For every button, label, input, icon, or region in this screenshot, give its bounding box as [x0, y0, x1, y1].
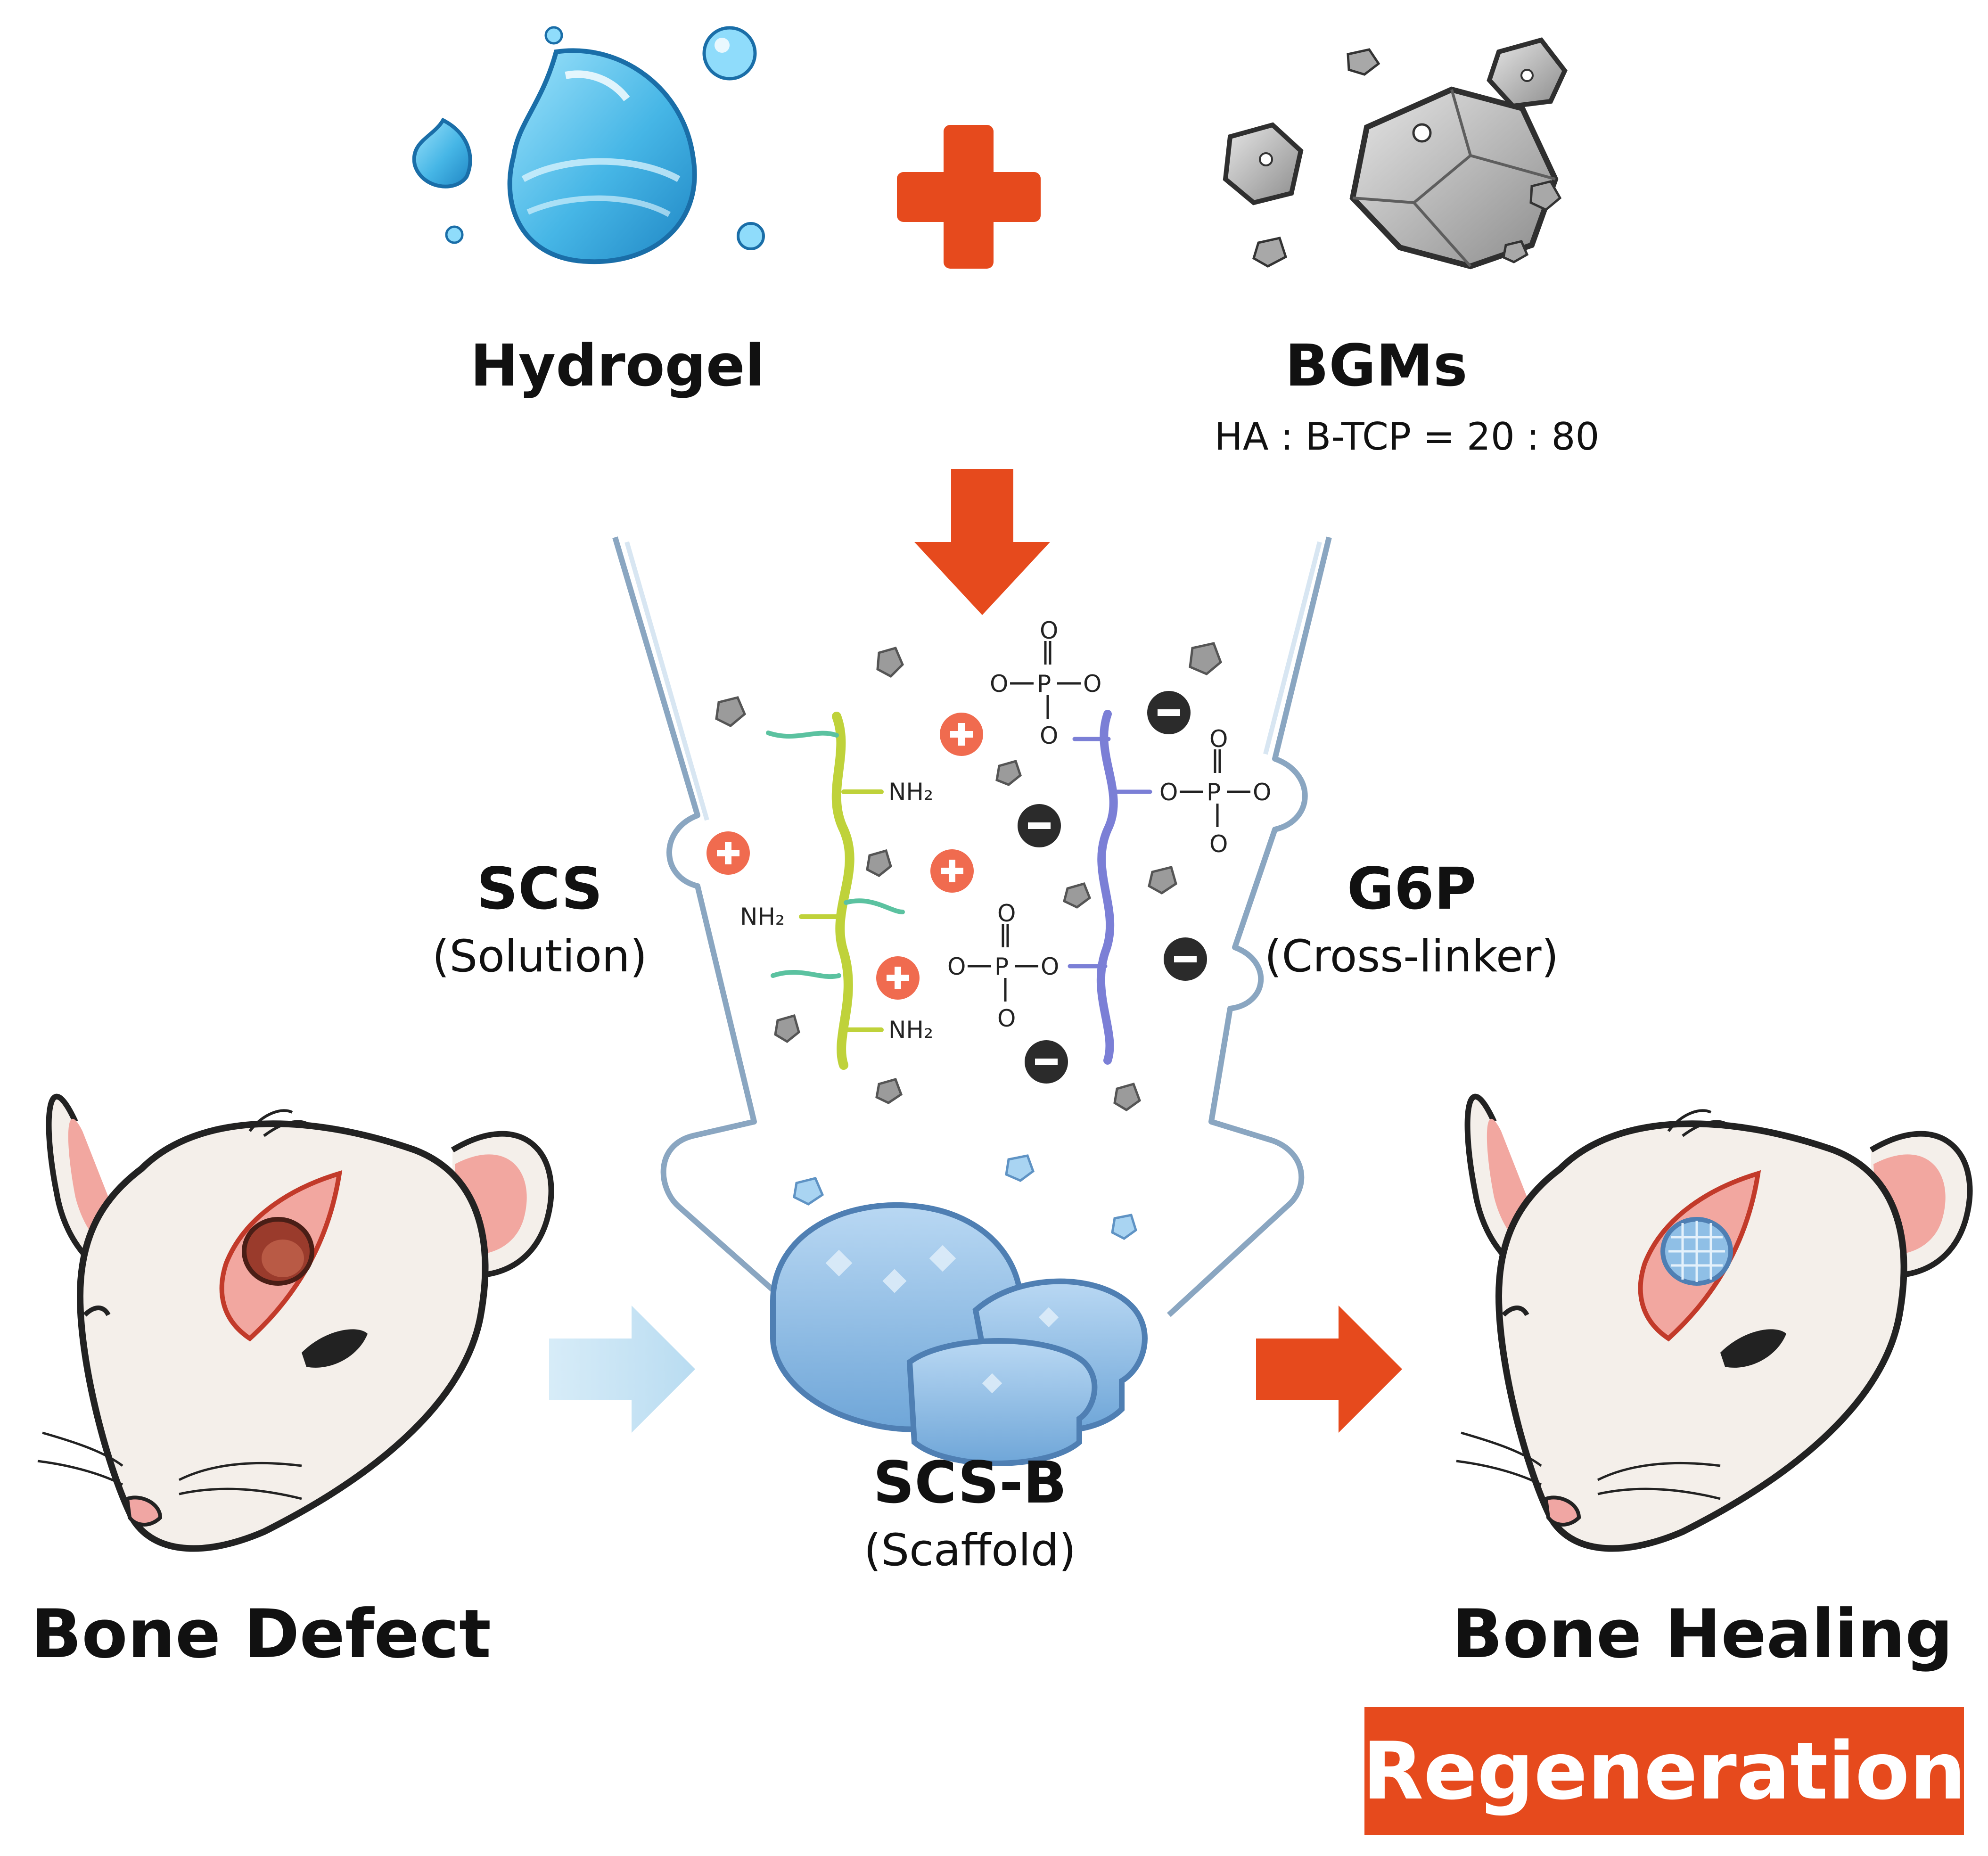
mineral-rock-icon — [1223, 37, 1568, 270]
regeneration-text: Regeneration — [1362, 1725, 1966, 1817]
blue-particle-group — [793, 1154, 1137, 1240]
positive-charge-icon — [706, 713, 983, 1000]
funnel-outline — [612, 536, 1332, 1317]
regeneration-badge: Regeneration — [1362, 1707, 1966, 1835]
svg-text:O: O — [990, 670, 1008, 698]
g6p-label: G6P — [1347, 855, 1477, 922]
phosphate-group: P O O O O P O O O O P O O O O — [947, 617, 1271, 1032]
right-arrow-icon — [549, 1306, 695, 1433]
bgms-ratio: HA : B-TCP = 20 : 80 — [1214, 415, 1600, 459]
svg-text:O: O — [997, 900, 1016, 927]
scs-label: SCS — [476, 855, 603, 922]
svg-text:O: O — [1253, 779, 1271, 806]
svg-text:O: O — [947, 953, 966, 980]
svg-text:NH₂: NH₂ — [740, 903, 785, 930]
svg-text:O: O — [1083, 670, 1101, 698]
svg-text:O: O — [1040, 722, 1058, 749]
g6p-polymer-chain — [1068, 710, 1152, 1065]
svg-text:P: P — [1207, 779, 1221, 806]
funnel-inner-outline — [624, 541, 1322, 821]
plus-icon — [897, 125, 1041, 269]
rat-head-icon — [37, 1093, 554, 1552]
negative-charge-icon — [1018, 691, 1207, 1084]
scs-sub-label: (Solution) — [432, 931, 648, 982]
particle-group — [715, 642, 1222, 1111]
svg-text:O: O — [1209, 830, 1228, 858]
scaffold-disc-icon — [770, 1202, 1148, 1466]
down-arrow-icon — [914, 469, 1050, 615]
svg-text:O: O — [1209, 725, 1228, 753]
scaffold-label: SCS-B — [873, 1449, 1067, 1516]
svg-text:P: P — [994, 953, 1009, 980]
svg-text:O: O — [1041, 953, 1059, 980]
hydrogel-drop-icon — [412, 26, 765, 264]
svg-text:NH₂: NH₂ — [888, 778, 933, 805]
svg-text:NH₂: NH₂ — [888, 1016, 933, 1043]
right-arrow-icon — [1256, 1306, 1402, 1433]
svg-text:O: O — [1159, 779, 1178, 806]
svg-text:O: O — [997, 1005, 1016, 1032]
scaffold-sub-label: (Scaffold) — [863, 1525, 1076, 1576]
scs-polymer-chain — [766, 712, 905, 1070]
hydrogel-label: Hydrogel — [470, 332, 765, 399]
bone-defect-label: Bone Defect — [31, 1595, 491, 1673]
svg-text:P: P — [1037, 670, 1051, 698]
rat-head-icon — [1456, 1093, 1973, 1552]
bgms-label: BGMs — [1285, 332, 1468, 399]
g6p-sub-label: (Cross-linker) — [1264, 931, 1559, 982]
svg-text:O: O — [1040, 617, 1058, 644]
amine-group-labels: NH₂ NH₂ NH₂ — [740, 778, 933, 1043]
bone-healing-label: Bone Healing — [1452, 1595, 1953, 1673]
